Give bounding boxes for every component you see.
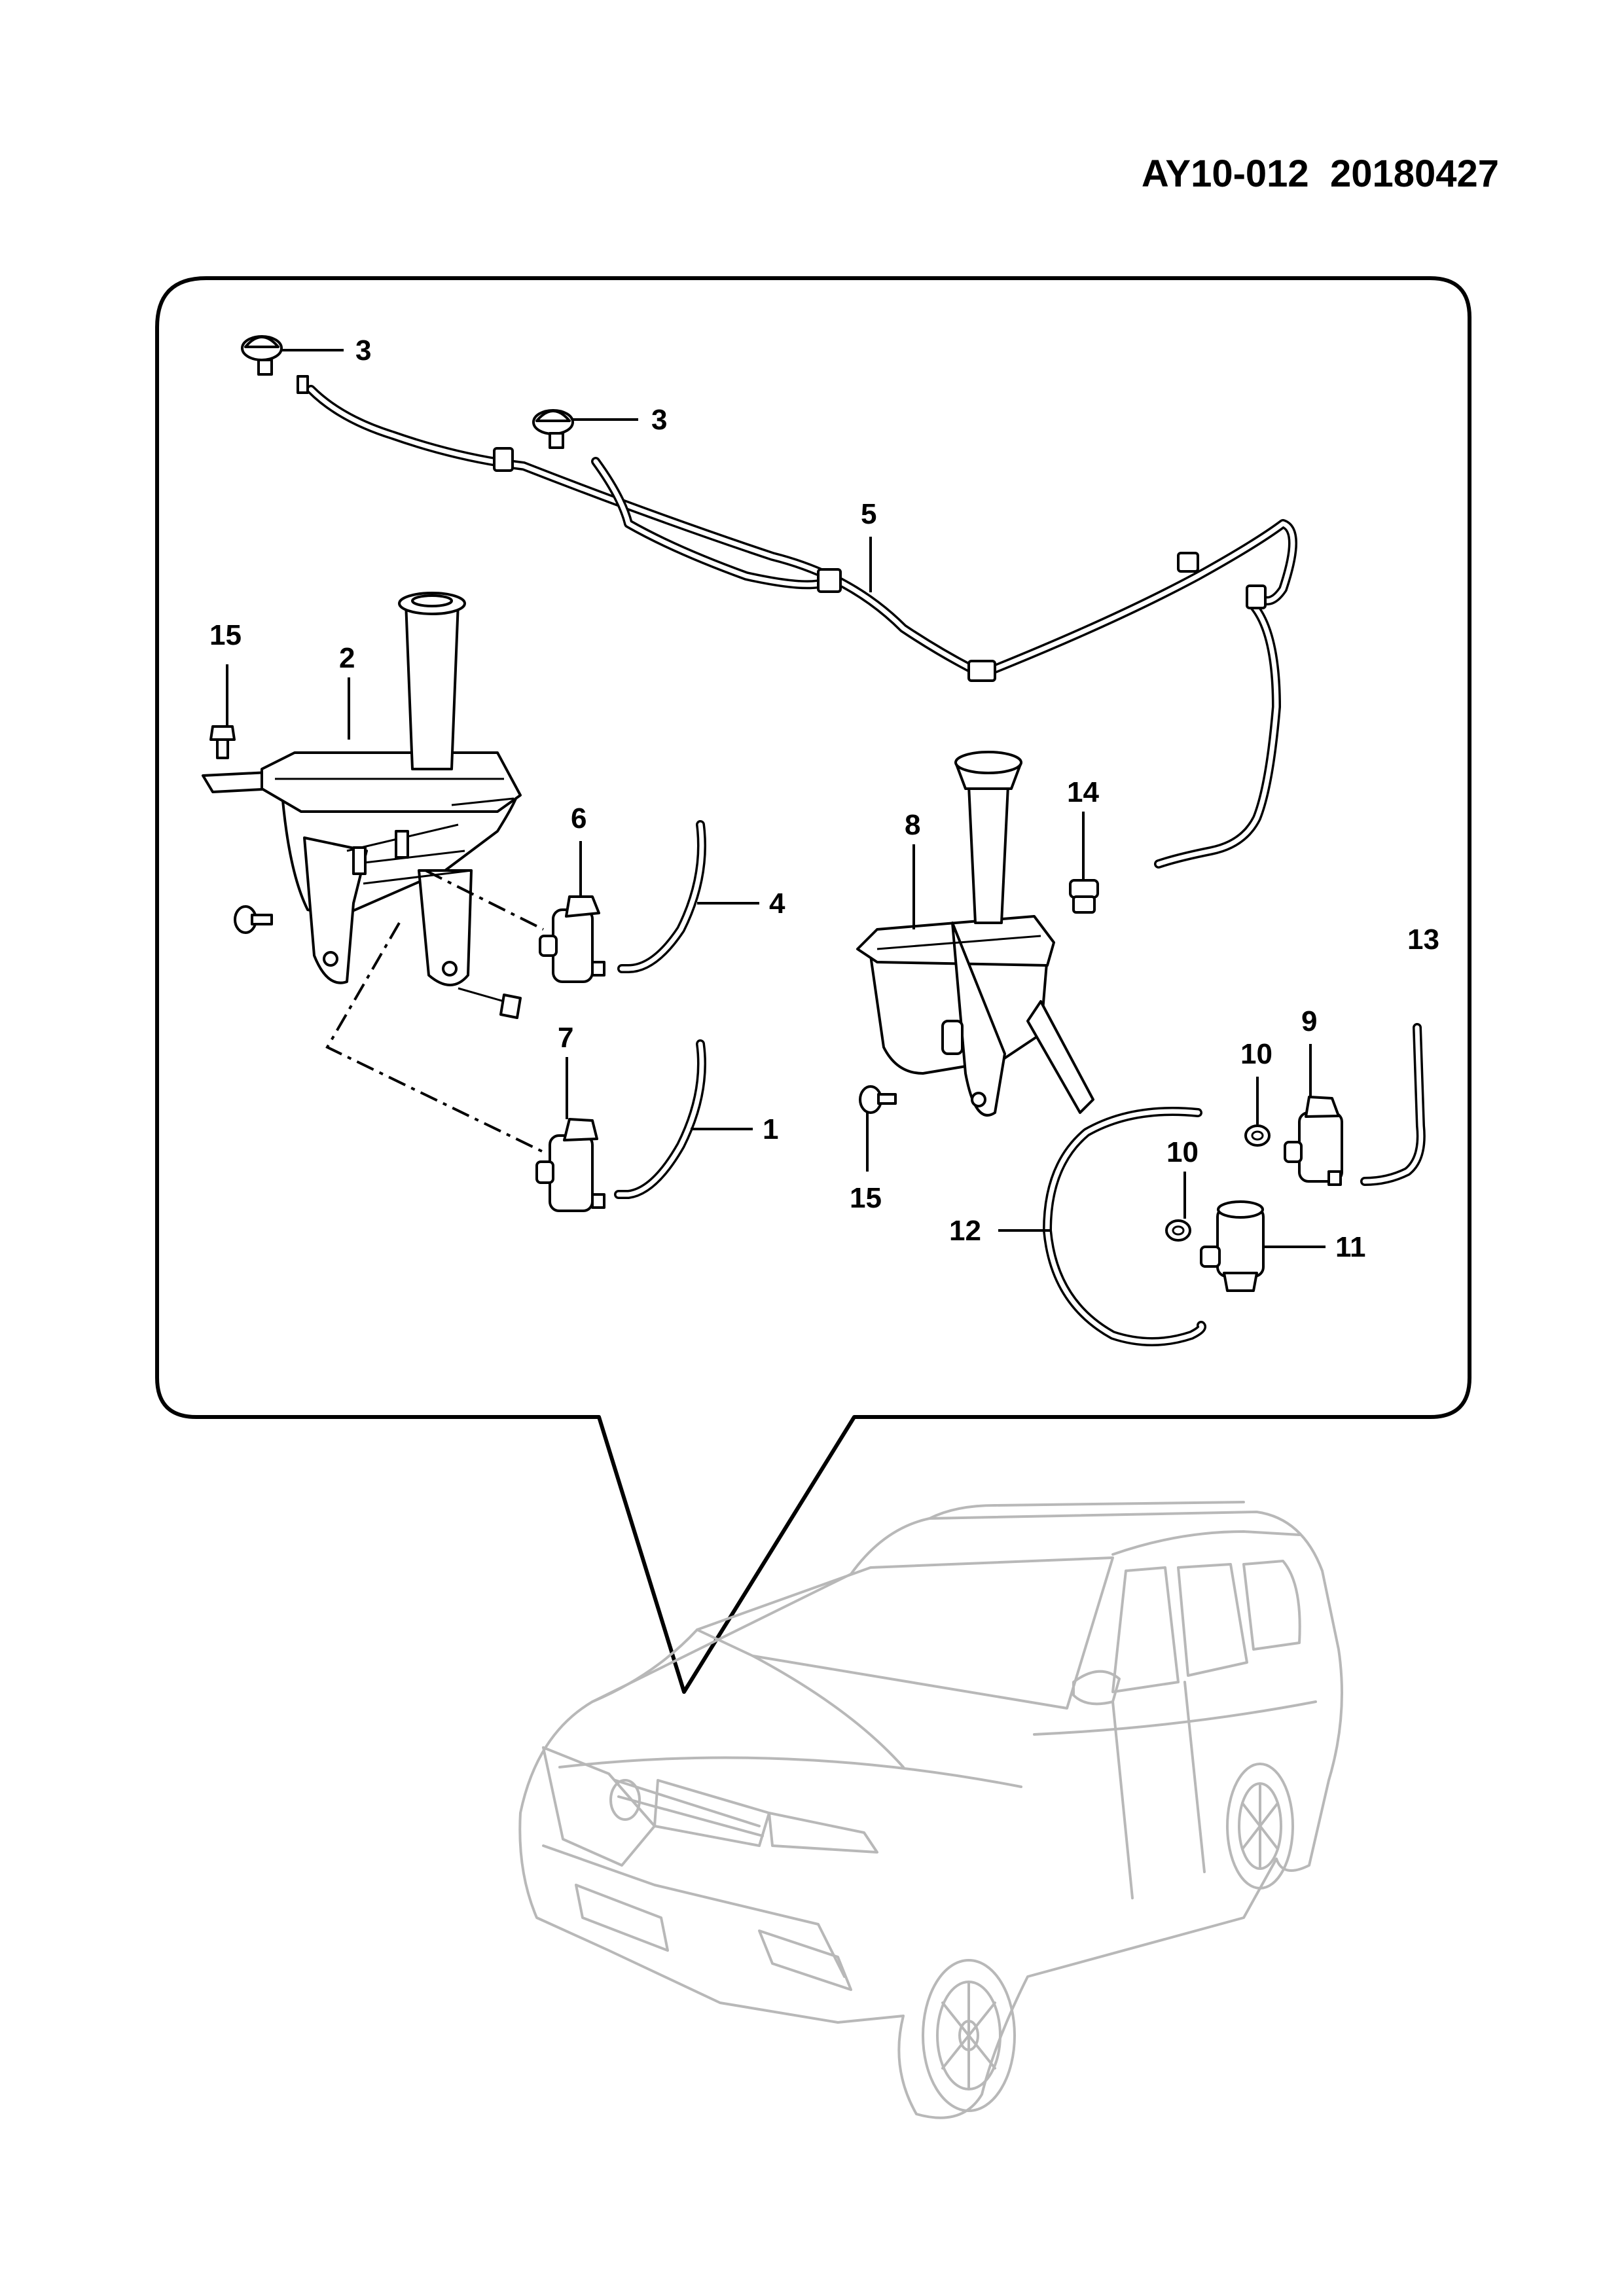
washer-nozzle-right <box>532 409 574 449</box>
document-date: 20180427 <box>1329 152 1499 195</box>
document-code: AY10-012 <box>1141 152 1309 195</box>
leader-lines <box>226 349 1326 1248</box>
callout-10-lower: 10 <box>1166 1136 1199 1168</box>
callout-4: 4 <box>769 888 785 920</box>
callout-7: 7 <box>558 1022 573 1054</box>
pump-hose-4 <box>617 820 706 973</box>
washer-pump-7 <box>535 1118 605 1212</box>
callout-8: 8 <box>905 809 920 841</box>
callout-2: 2 <box>339 642 355 674</box>
washer-pump-11 <box>1200 1200 1265 1292</box>
callout-15-left: 15 <box>209 619 242 651</box>
grommet-left <box>234 905 273 934</box>
washer-reservoir-right <box>856 751 1094 1117</box>
callout-3-lower: 3 <box>651 404 667 436</box>
bolt-lower-left <box>458 987 522 1019</box>
callout-11: 11 <box>1335 1231 1366 1263</box>
callout-9: 9 <box>1301 1005 1317 1037</box>
callout-3-upper: 3 <box>355 334 371 367</box>
nozzle-hose <box>306 385 1297 869</box>
callout-15-right: 15 <box>850 1182 882 1214</box>
callout-6: 6 <box>571 802 586 834</box>
callout-14: 14 <box>1067 776 1099 808</box>
callout-frame <box>155 276 1471 1694</box>
callout-12: 12 <box>949 1215 981 1247</box>
pump-hose-13 <box>1360 1023 1426 1186</box>
grommet-10-lower <box>1165 1219 1191 1242</box>
bolt-left <box>209 725 236 759</box>
washer-reservoir-left <box>202 592 522 986</box>
grommet-10-upper <box>1244 1124 1271 1147</box>
grommet-15-right <box>859 1085 897 1114</box>
callout-5: 5 <box>861 498 876 530</box>
grommet-14 <box>1069 879 1099 914</box>
pump-hose-12 <box>1043 1107 1206 1346</box>
assembly-line <box>325 869 544 1153</box>
washer-pump-9 <box>1284 1096 1343 1186</box>
document-title: AY10-012 20180427 <box>982 152 1499 196</box>
pump-hose-1 <box>614 1039 706 1199</box>
washer-nozzle-left <box>241 335 309 394</box>
callout-13: 13 <box>1407 924 1439 956</box>
callout-10-upper: 10 <box>1240 1038 1272 1070</box>
vehicle-outline <box>518 1501 1343 2119</box>
washer-pump-6 <box>539 895 605 983</box>
callout-1: 1 <box>763 1113 778 1145</box>
